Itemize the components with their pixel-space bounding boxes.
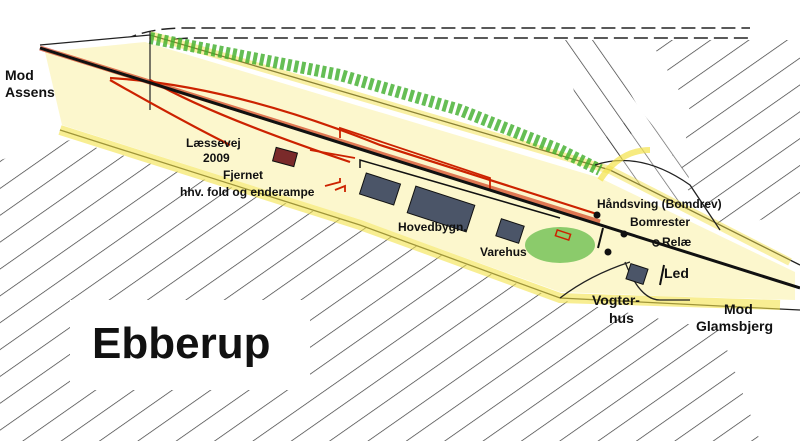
building-icon [358,172,402,206]
keeper-house-icon [625,262,649,286]
label-vogterhus-line2: hus [609,310,634,326]
gate-line [597,227,604,249]
label-vogterhus-line1: Vogter- [592,292,640,308]
label-hovedbygn: Hovedbygn. [398,220,467,234]
label-mod-glamsbjerg-line1: Mod [724,301,753,317]
label-fjernet-line1: Fjernet [223,168,263,182]
label-led: Led [664,265,689,281]
label-haandsving: Håndsving (Bomdrev) [597,197,722,211]
main-track [39,46,800,290]
label-mod-glamsbjerg-line2: Glamsbjerg [696,318,773,334]
vegetation-strip [148,32,603,263]
barrier-remains-icon [620,230,628,238]
crossing-road [559,147,721,301]
relay-icon [652,239,660,247]
label-laessevej-line2: 2009 [203,151,230,165]
label-laessevej-line1: Læssevej [186,136,241,150]
bell-post-icon [593,211,601,219]
buildings [271,146,649,286]
laessevej-building-icon [271,146,299,168]
label-mod-assens-line2: Assens [5,84,55,100]
gate-line [659,264,665,286]
barrier-remains-icon [604,248,612,256]
hatched-terrain [0,40,800,441]
label-mod-assens-line1: Mod [5,67,34,83]
labels: Mod Assens Læssevej 2009 Fjernet hhv. fo… [5,67,773,368]
crossing-equipment [593,211,665,286]
label-varehus: Varehus [480,245,527,259]
main-building-icon [406,185,476,233]
label-fjernet-line2: hhv. fold og enderampe [180,185,315,199]
label-relae: Relæ [662,235,692,249]
label-bomrester: Bomrester [630,215,690,229]
warehouse-building-icon [495,218,525,244]
page-title: Ebberup [92,319,270,368]
